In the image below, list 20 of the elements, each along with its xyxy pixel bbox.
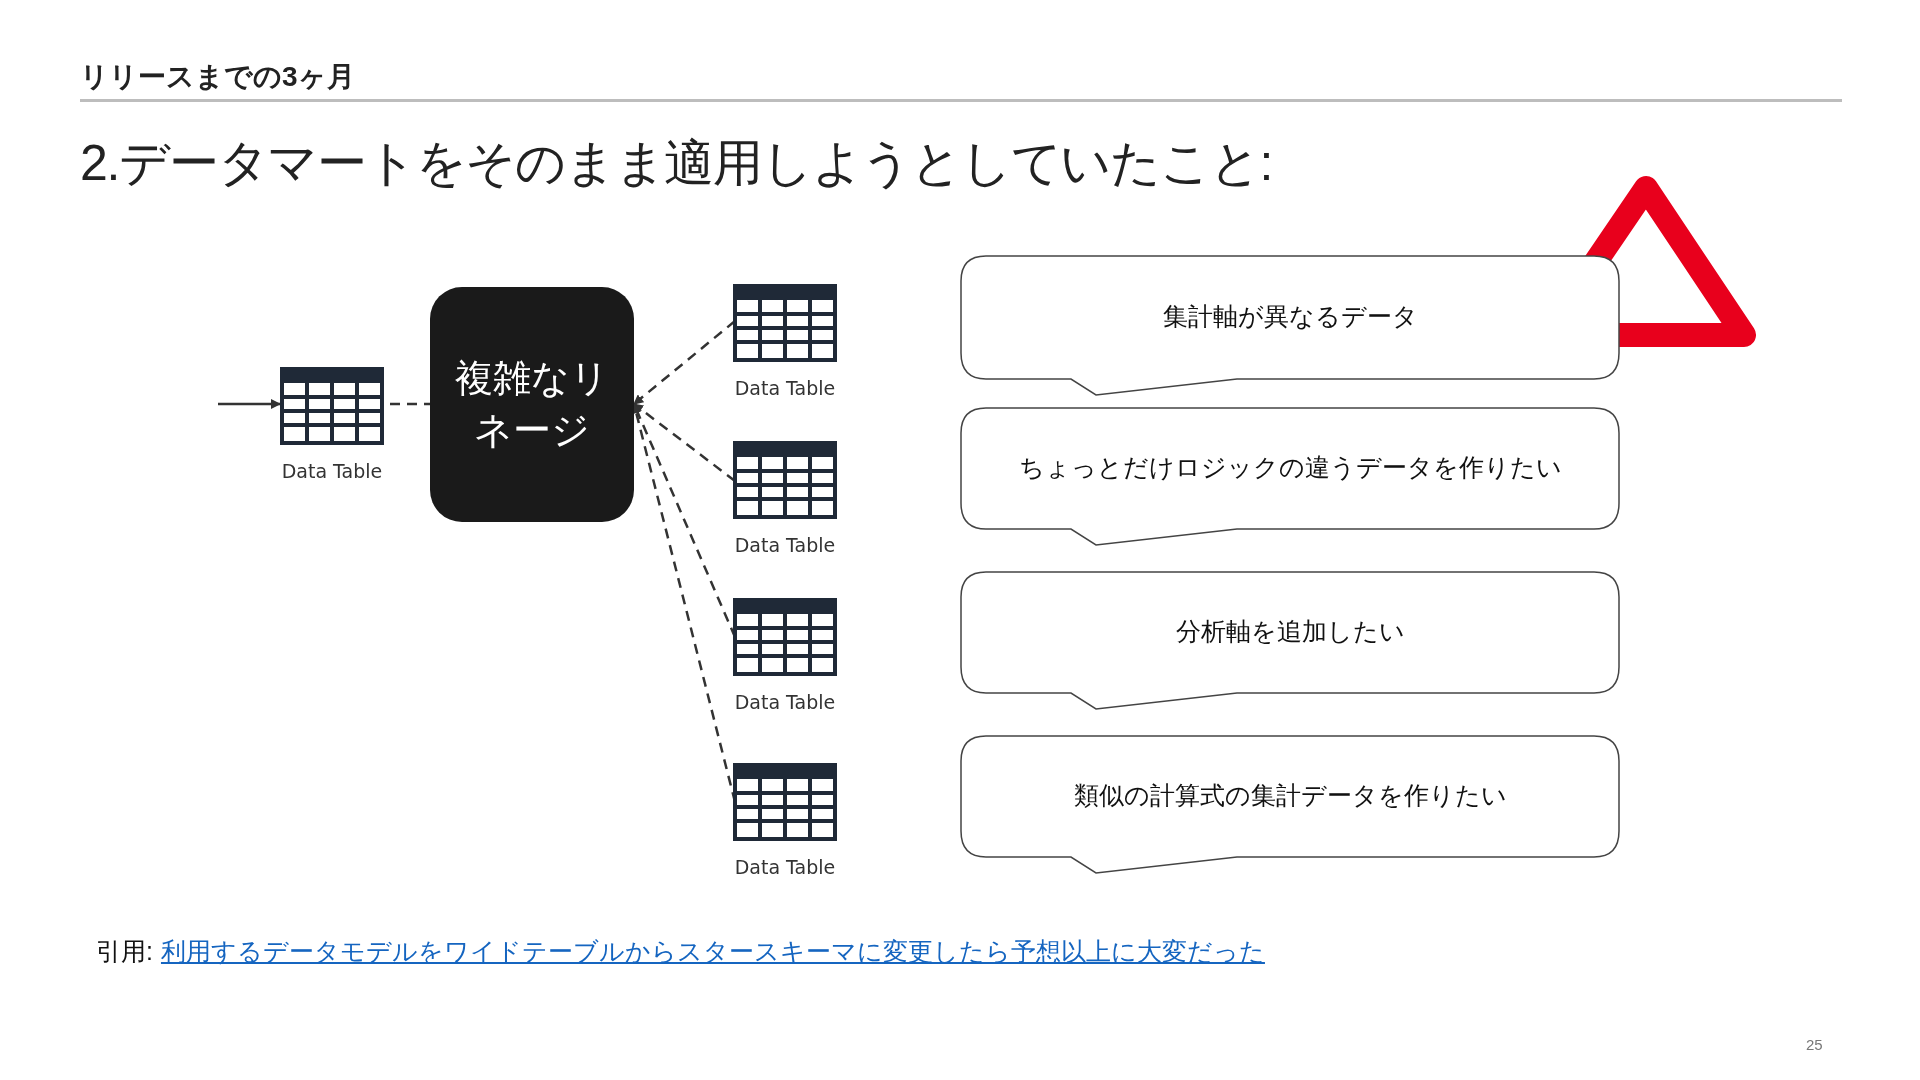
bubble-text: 集計軸が異なるデータ: [1162, 301, 1418, 333]
citation-link: 利用するデータモデルをワイドテーブルからスタースキーマに変更したら予想以上に大変だった: [160, 936, 1265, 967]
table-label: Data Table: [734, 376, 836, 401]
table-label: Data Table: [734, 855, 836, 880]
process-box: [430, 287, 634, 522]
arrow: [633, 403, 736, 482]
bubble-text: 類似の計算式の集計データを作りたい: [1073, 780, 1507, 812]
connector-line: [390, 402, 430, 406]
bubble-text: 分析軸を追加したい: [1175, 616, 1405, 648]
table-label: Data Table: [281, 459, 383, 484]
section-header: リリースまでの3ヶ月: [80, 60, 355, 94]
arrow: [218, 399, 281, 409]
table-label: Data Table: [734, 690, 836, 715]
citation-prefix: 引用:: [96, 936, 153, 967]
slide-title: 2.データマートをそのまま適用しようとしていたこと:: [80, 134, 1273, 193]
page-number: 25: [1806, 1035, 1823, 1055]
bubble-text: ちょっとだけロジックの違うデータを作りたい: [1018, 452, 1562, 484]
box-text: 複雑なリネージ: [454, 356, 610, 453]
arrow: [633, 320, 736, 405]
table-label: Data Table: [734, 533, 836, 558]
